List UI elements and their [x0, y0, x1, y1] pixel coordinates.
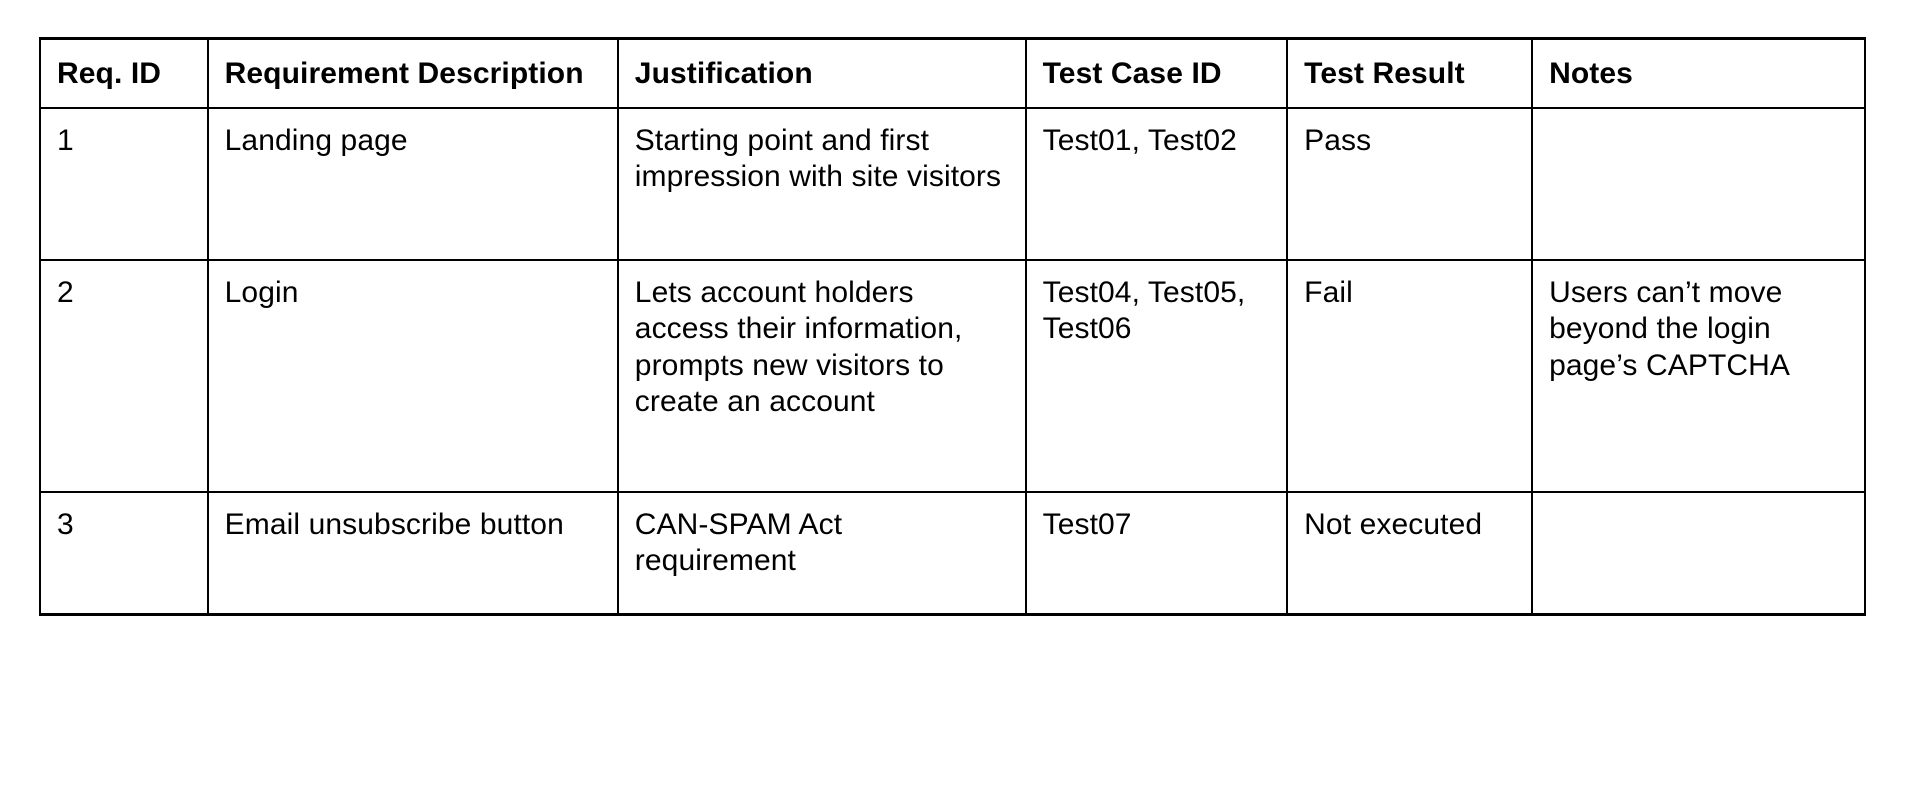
cell-notes: [1531, 490, 1866, 616]
cell-notes: Users can’t move beyond the login page’s…: [1531, 258, 1866, 493]
cell-value-test-result: Pass: [1304, 123, 1372, 157]
cell-value-justification: Lets account holders access their inform…: [634, 275, 963, 419]
column-header-test-case-id: Test Case ID: [1024, 36, 1289, 109]
cell-req-id: 2: [39, 258, 209, 493]
table-body: 1 Landing page Starting point and first …: [39, 106, 1866, 616]
cell-notes: [1531, 106, 1866, 261]
requirements-table-container: Req. ID Requirement Description Justific…: [39, 36, 1866, 616]
cell-value-test-case-id: Test04, Test05, Test06: [1042, 275, 1246, 346]
cell-value-test-case-id: Test07: [1042, 507, 1132, 541]
cell-value-notes: [1549, 507, 1850, 508]
cell-value-test-result: Fail: [1304, 275, 1353, 309]
column-header-justification: Justification: [616, 36, 1027, 109]
cell-value-req-id: 3: [57, 507, 74, 541]
table-header: Req. ID Requirement Description Justific…: [39, 36, 1866, 109]
cell-req-id: 3: [39, 490, 209, 616]
cell-justification: Starting point and first impression with…: [616, 106, 1027, 261]
cell-test-result: Not executed: [1286, 490, 1534, 616]
table-row: 2 Login Lets account holders access thei…: [39, 258, 1866, 493]
cell-test-result: Fail: [1286, 258, 1534, 493]
cell-test-result: Pass: [1286, 106, 1534, 261]
cell-test-case-id: Test04, Test05, Test06: [1024, 258, 1289, 493]
cell-value-justification: Starting point and first impression with…: [634, 123, 1002, 194]
cell-value-justification: CAN-SPAM Act requirement: [634, 507, 843, 578]
cell-value-description: Login: [224, 275, 299, 309]
cell-test-case-id: Test07: [1024, 490, 1289, 616]
cell-value-test-case-id: Test01, Test02: [1042, 123, 1237, 157]
table-header-row: Req. ID Requirement Description Justific…: [39, 36, 1866, 109]
column-header-description: Requirement Description: [206, 36, 619, 109]
cell-description: Email unsubscribe button: [206, 490, 619, 616]
requirements-traceability-table: Req. ID Requirement Description Justific…: [39, 36, 1866, 616]
cell-value-req-id: 1: [57, 123, 74, 157]
cell-value-test-result: Not executed: [1304, 507, 1483, 541]
cell-description: Login: [206, 258, 619, 493]
cell-value-notes: [1549, 123, 1850, 124]
cell-value-description: Email unsubscribe button: [224, 507, 564, 541]
cell-justification: CAN-SPAM Act requirement: [616, 490, 1027, 616]
cell-description: Landing page: [206, 106, 619, 261]
table-row: 3 Email unsubscribe button CAN-SPAM Act …: [39, 490, 1866, 616]
cell-value-description: Landing page: [224, 123, 408, 157]
column-header-req-id: Req. ID: [39, 36, 209, 109]
table-row: 1 Landing page Starting point and first …: [39, 106, 1866, 261]
column-header-notes: Notes: [1531, 36, 1866, 109]
cell-justification: Lets account holders access their inform…: [616, 258, 1027, 493]
cell-test-case-id: Test01, Test02: [1024, 106, 1289, 261]
column-header-test-result: Test Result: [1286, 36, 1534, 109]
cell-req-id: 1: [39, 106, 209, 261]
cell-value-req-id: 2: [57, 275, 74, 309]
cell-value-notes: Users can’t move beyond the login page’s…: [1549, 275, 1791, 382]
